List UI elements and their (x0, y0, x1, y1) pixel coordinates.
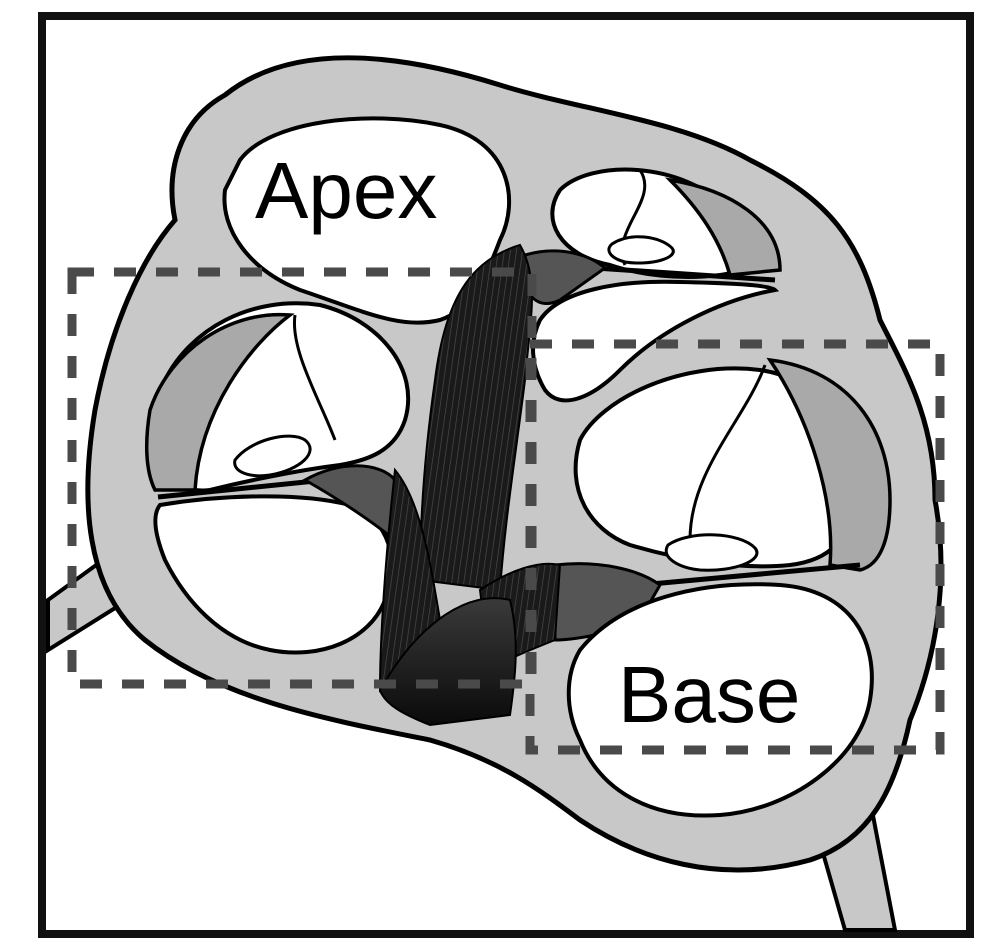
apex-label: Apex (255, 146, 437, 235)
upper-right-organ-of-corti (609, 237, 673, 263)
base-label: Base (618, 650, 800, 739)
right-organ-of-corti (666, 535, 757, 570)
